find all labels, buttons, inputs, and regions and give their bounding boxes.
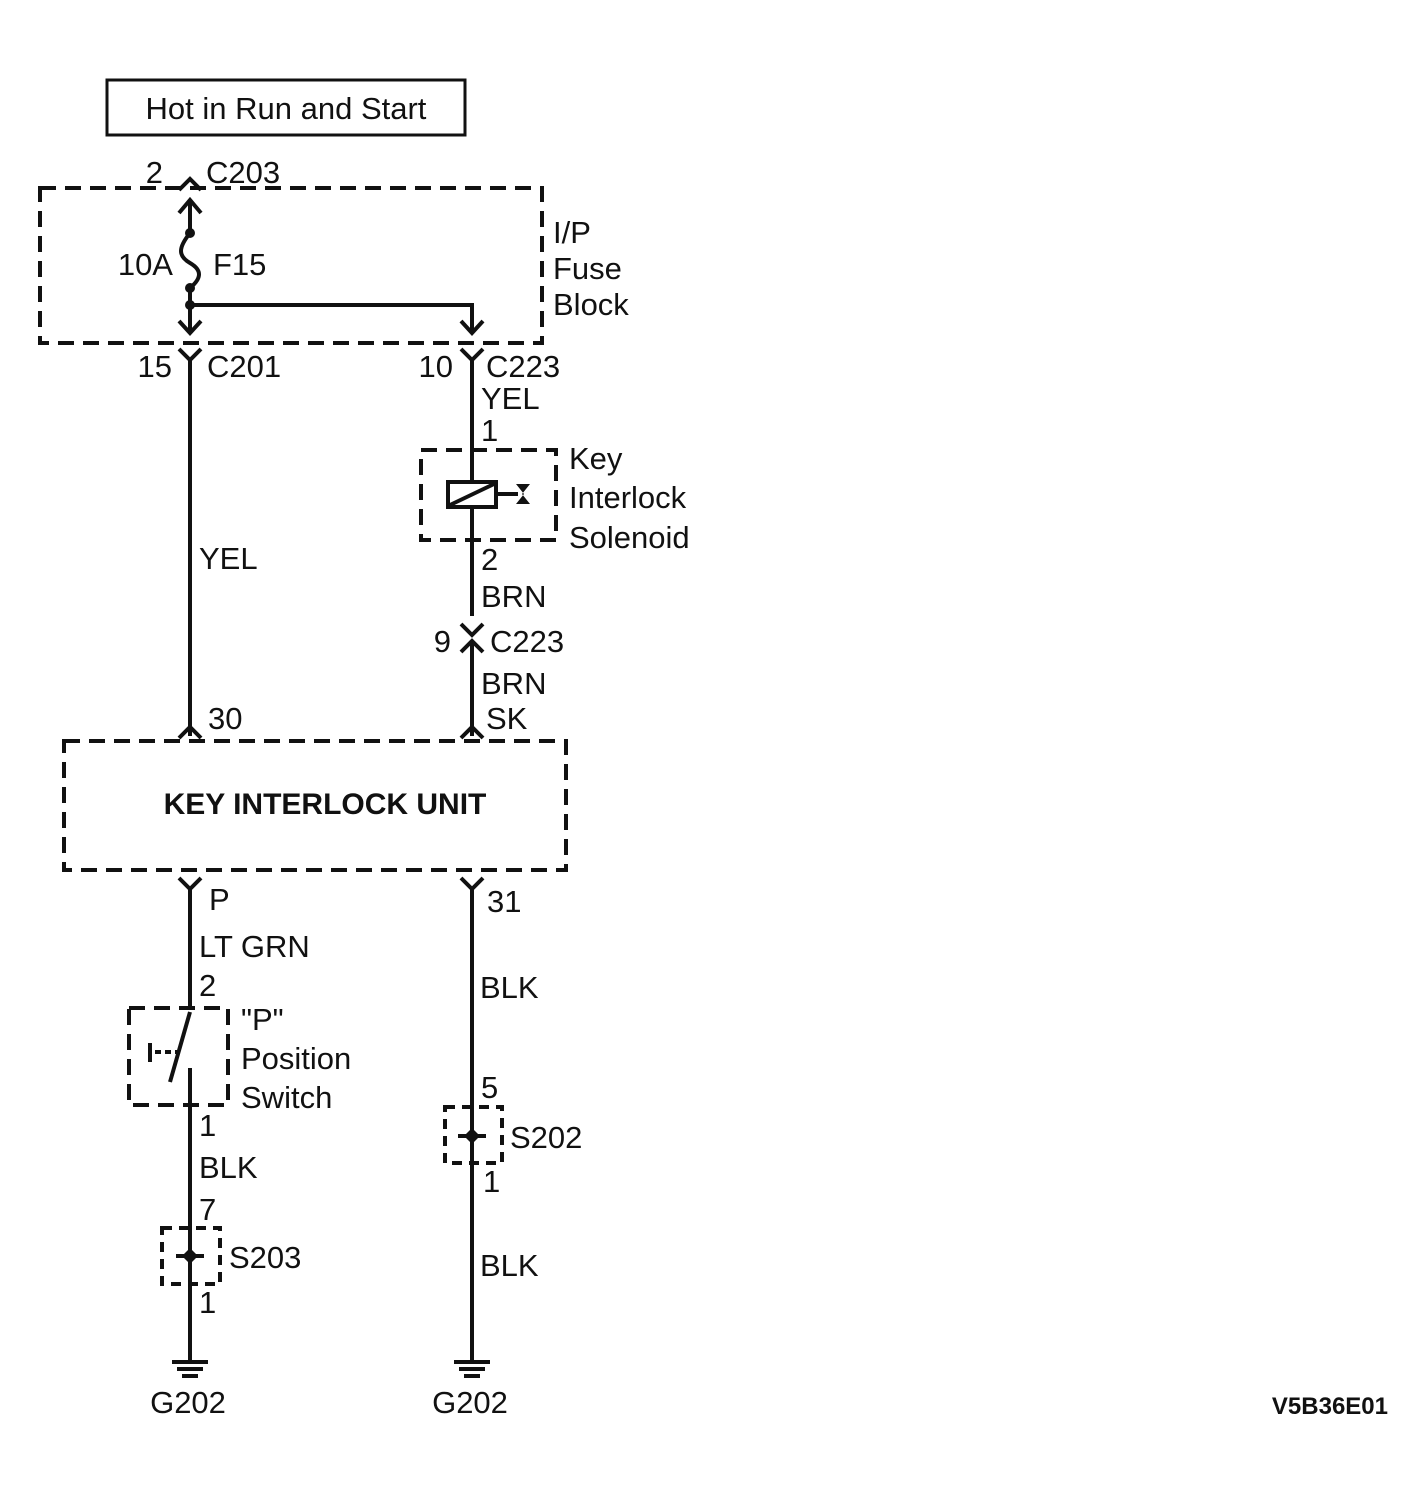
power-source-box (105, 78, 467, 137)
diagram-id: V5B36E01 (1272, 1393, 1388, 1420)
key-interlock-unit-label: KEY INTERLOCK UNIT (164, 788, 487, 821)
fuse-name: F15 (213, 247, 266, 282)
switch-blade (168, 1011, 192, 1083)
s202-name: S202 (510, 1120, 582, 1155)
ip-fuse-block-box (38, 186, 544, 345)
left-wire-color: YEL (199, 541, 258, 576)
unit-pin-30: 30 (208, 701, 242, 736)
solenoid-plunger-icon (516, 484, 530, 504)
s203-name: S203 (229, 1240, 301, 1275)
switch-pin-top: 2 (199, 968, 216, 1003)
unit-pin-31: 31 (487, 884, 521, 919)
right-ground-label: G202 (432, 1385, 508, 1420)
solenoid-label-line1: Key (569, 441, 623, 476)
solenoid-pin-bottom: 2 (481, 542, 498, 577)
c223-mid-female-symbol (459, 622, 485, 638)
ip-fuse-block-label-line3: Block (553, 287, 629, 322)
c203-name: C203 (206, 155, 280, 190)
c201-female-symbol (177, 347, 203, 363)
c223-top-female-symbol (459, 347, 485, 363)
power-source-label: Hot in Run and Start (146, 91, 427, 126)
fuse-f15-symbol (179, 231, 201, 290)
right-wire-color-lower: BRN (481, 666, 546, 701)
c201-pin: 15 (138, 349, 172, 384)
solenoid-label-line2: Interlock (569, 480, 687, 515)
c223-top-pin: 10 (419, 349, 453, 384)
unit-pin-sk: SK (486, 701, 528, 736)
ip-fuse-block-label-line2: Fuse (553, 251, 622, 286)
s203-pin-bottom: 1 (199, 1285, 216, 1320)
c223-mid-pin: 9 (434, 624, 451, 659)
fuse-rating: 10A (118, 247, 173, 282)
key-interlock-unit-box (62, 739, 568, 872)
solenoid-coil-slash (449, 482, 495, 507)
s202-pin-top: 5 (481, 1070, 498, 1105)
c201-name: C201 (207, 349, 281, 384)
switch-label-line2: Position (241, 1041, 351, 1076)
s203-pin-top: 7 (199, 1192, 216, 1227)
right-lower-wire-color: BLK (480, 970, 539, 1005)
switch-pin-bottom: 1 (199, 1108, 216, 1143)
left-ground-label: G202 (150, 1385, 226, 1420)
s202-pin-bottom: 1 (483, 1164, 500, 1199)
ip-fuse-block-label-line1: I/P (553, 215, 591, 250)
unit-pin-30-symbol (177, 724, 203, 740)
c201-male-arrow (177, 319, 203, 336)
key-interlock-solenoid-box (419, 448, 558, 542)
switch-label-line3: Switch (241, 1080, 332, 1115)
unit-pin-sk-symbol (459, 724, 485, 740)
branch-wire-to-c223 (190, 303, 474, 333)
switch-label-line1: "P" (241, 1002, 284, 1037)
right-lower-wire-color-2: BLK (480, 1248, 539, 1283)
solenoid-label-line3: Solenoid (569, 520, 690, 555)
c223-male-arrow (459, 319, 485, 336)
unit-pin-31-symbol (459, 876, 485, 892)
c223-mid-name: C223 (490, 624, 564, 659)
solenoid-pin-top: 1 (481, 413, 498, 448)
right-wire-color-mid: BRN (481, 579, 546, 614)
left-lower-wire-color: LT GRN (199, 929, 310, 964)
unit-pin-p: P (209, 882, 230, 917)
c203-pin: 2 (146, 155, 163, 190)
left-lower-wire-color-2: BLK (199, 1150, 258, 1185)
right-wire-color-top: YEL (481, 381, 540, 416)
c223-top-name: C223 (486, 349, 560, 384)
unit-pin-p-symbol (177, 876, 203, 892)
